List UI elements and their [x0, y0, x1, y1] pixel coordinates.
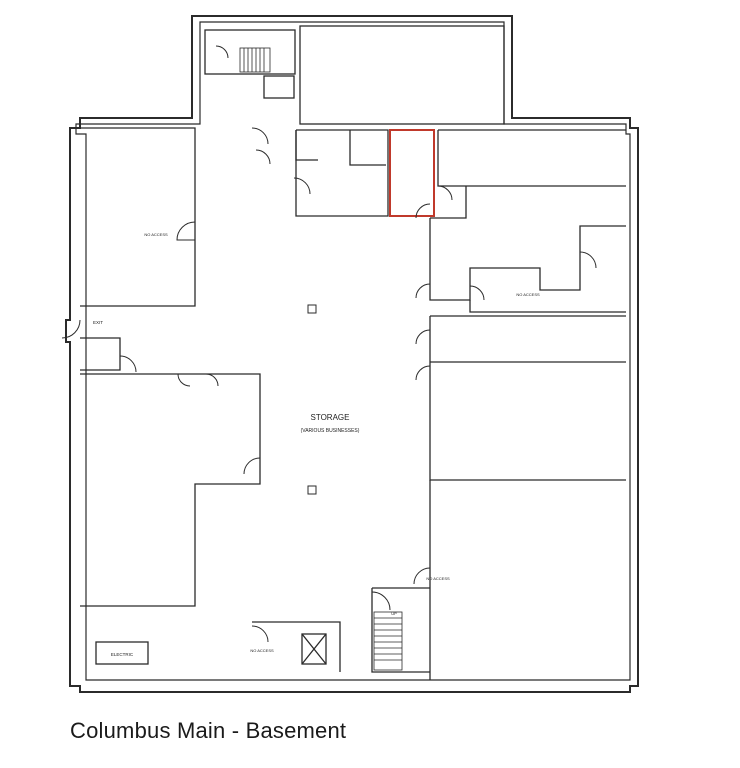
basement-floor-plan: STORAGE (VARIOUS BUSINESSES) NO ACCESS N… — [61, 15, 639, 693]
room-labels: STORAGE (VARIOUS BUSINESSES) NO ACCESS N… — [93, 232, 540, 657]
no-access-label-left: NO ACCESS — [144, 232, 168, 237]
electric-label: ELECTRIC — [111, 652, 134, 657]
exit-label: EXIT — [93, 320, 103, 325]
no-access-label-bottom: NO ACCESS — [250, 648, 274, 653]
no-access-label-right: NO ACCESS — [516, 292, 540, 297]
storage-label: STORAGE — [311, 413, 350, 422]
columns — [307, 304, 317, 495]
up-label: UP — [391, 611, 397, 616]
red-highlighted-room[interactable] — [389, 129, 435, 217]
plan-title: Columbus Main - Basement — [70, 718, 347, 743]
doors — [61, 45, 597, 643]
storage-sublabel: (VARIOUS BUSINESSES) — [301, 428, 360, 434]
stairs — [239, 47, 403, 671]
exterior-walls — [65, 15, 639, 693]
no-access-label-bottom-right: NO ACCESS — [426, 576, 450, 581]
interior-walls — [80, 25, 626, 680]
